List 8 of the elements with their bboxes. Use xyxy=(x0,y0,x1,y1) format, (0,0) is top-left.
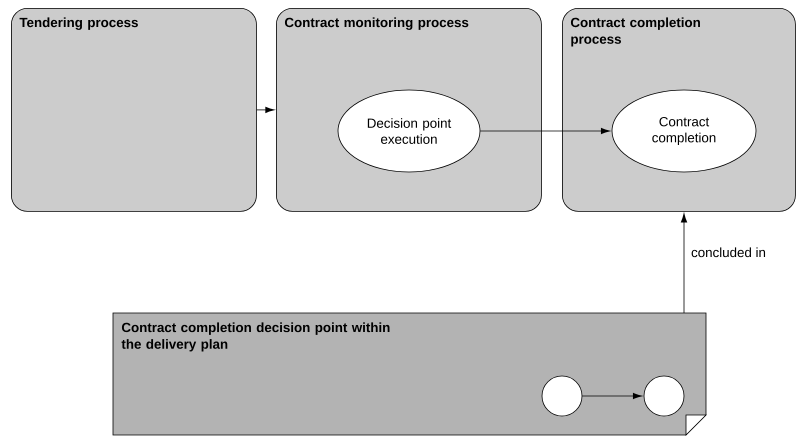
arrow xyxy=(582,392,642,400)
circle xyxy=(542,376,582,416)
process-box: Tendering process xyxy=(11,8,257,212)
arrow xyxy=(256,106,274,113)
arrow xyxy=(680,213,688,314)
edge-label: concluded in xyxy=(690,246,768,258)
circle xyxy=(644,376,684,416)
arrow xyxy=(480,128,610,134)
